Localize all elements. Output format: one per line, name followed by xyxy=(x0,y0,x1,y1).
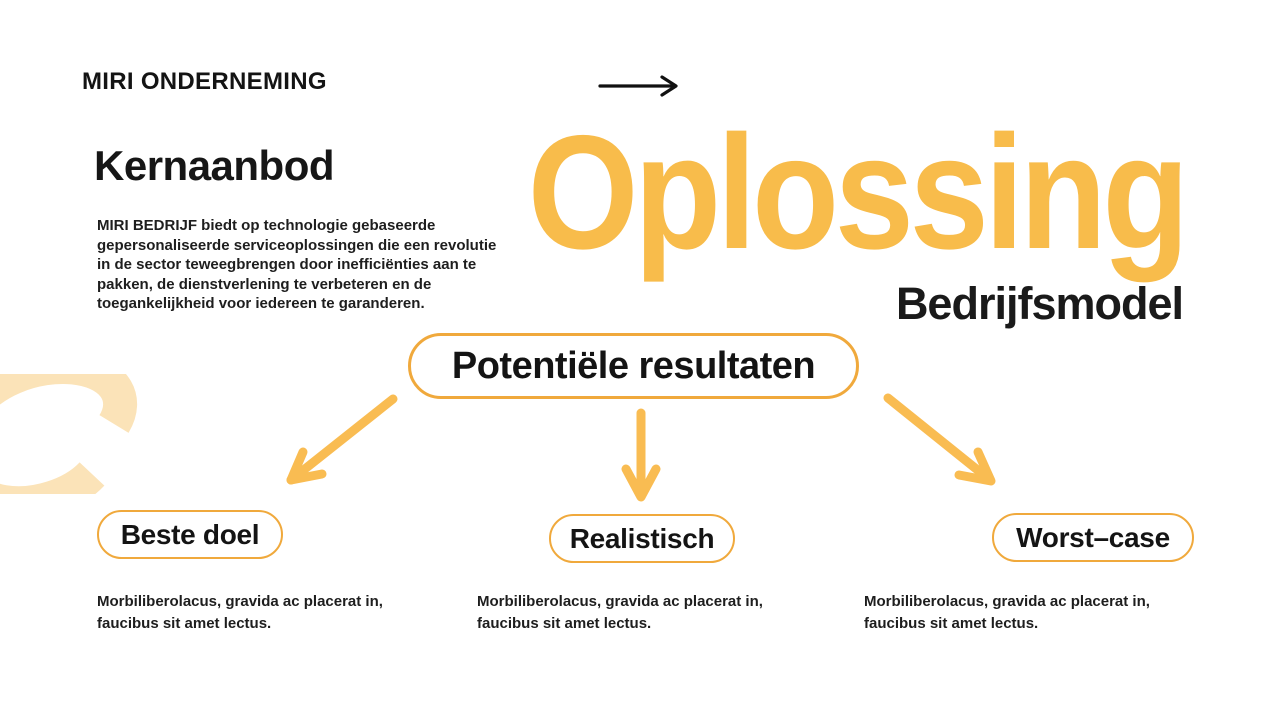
sync-swoosh-shape xyxy=(0,374,138,494)
branch-node-worst-case[interactable]: Worst–case xyxy=(992,513,1194,562)
core-offer-body: MIRI BEDRIJF biedt op technologie gebase… xyxy=(97,217,497,312)
slide-subtitle: Bedrijfsmodel xyxy=(895,278,1184,329)
down-right-arrow-icon xyxy=(883,393,996,486)
right-arrow-icon xyxy=(598,75,678,97)
branch-node-beste-doel[interactable]: Beste doel xyxy=(97,510,283,559)
down-left-arrow-icon xyxy=(286,394,398,485)
brand-label: MIRI ONDERNEMING xyxy=(82,68,327,95)
branch-node-label: Beste doel xyxy=(120,518,260,550)
branch-node-realistisch[interactable]: Realistisch xyxy=(549,514,735,563)
branch-description: Morbiliberolacus, gravida ac placerat in… xyxy=(864,593,1150,632)
root-node-label: Potentiële resultaten xyxy=(451,344,816,387)
slide-title: Oplossing xyxy=(527,102,1190,283)
branch-description: Morbiliberolacus, gravida ac placerat in… xyxy=(97,593,383,632)
branch-node-label: Realistisch xyxy=(569,522,715,554)
down-arrow-icon xyxy=(621,408,661,502)
root-node-potentiele-resultaten[interactable]: Potentiële resultaten xyxy=(408,333,859,399)
core-offer-heading: Kernaanbod xyxy=(94,142,335,189)
branch-description: Morbiliberolacus, gravida ac placerat in… xyxy=(477,593,763,632)
branch-node-label: Worst–case xyxy=(1016,521,1170,553)
